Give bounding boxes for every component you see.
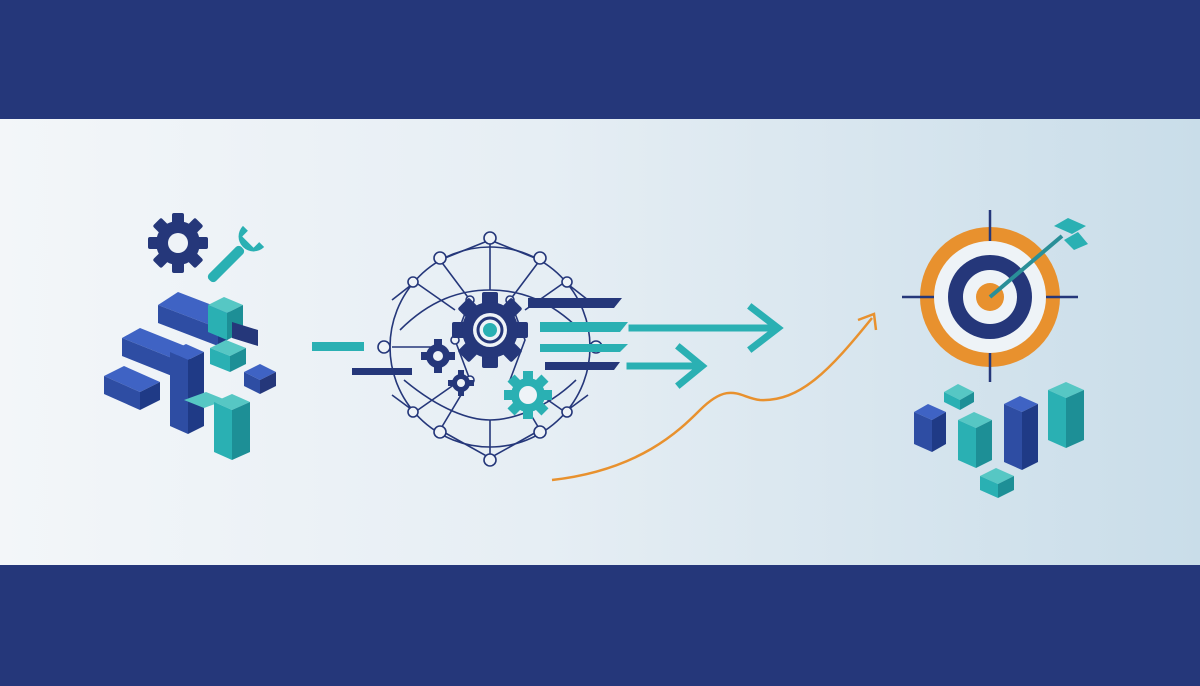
isometric-blocks-icon (104, 292, 276, 460)
dash-teal (312, 342, 364, 351)
bottom-band (0, 565, 1200, 686)
gear-icon (421, 339, 455, 373)
top-band (0, 0, 1200, 119)
speed-lines (528, 298, 628, 370)
gear-icon (504, 371, 552, 419)
arrow-icon (988, 218, 1088, 299)
arrow-right-icon (626, 343, 708, 389)
center-group (312, 231, 784, 467)
growth-curve-icon (551, 312, 878, 482)
dash-navy (352, 368, 412, 375)
bar-blocks-icon (914, 382, 1084, 498)
wrench-icon (207, 225, 265, 283)
gear-icon (452, 292, 528, 368)
right-group (902, 210, 1088, 498)
gear-icon (448, 370, 474, 396)
arrow-right-icon (628, 303, 784, 353)
gear-icon (148, 213, 208, 273)
left-group (104, 213, 276, 460)
